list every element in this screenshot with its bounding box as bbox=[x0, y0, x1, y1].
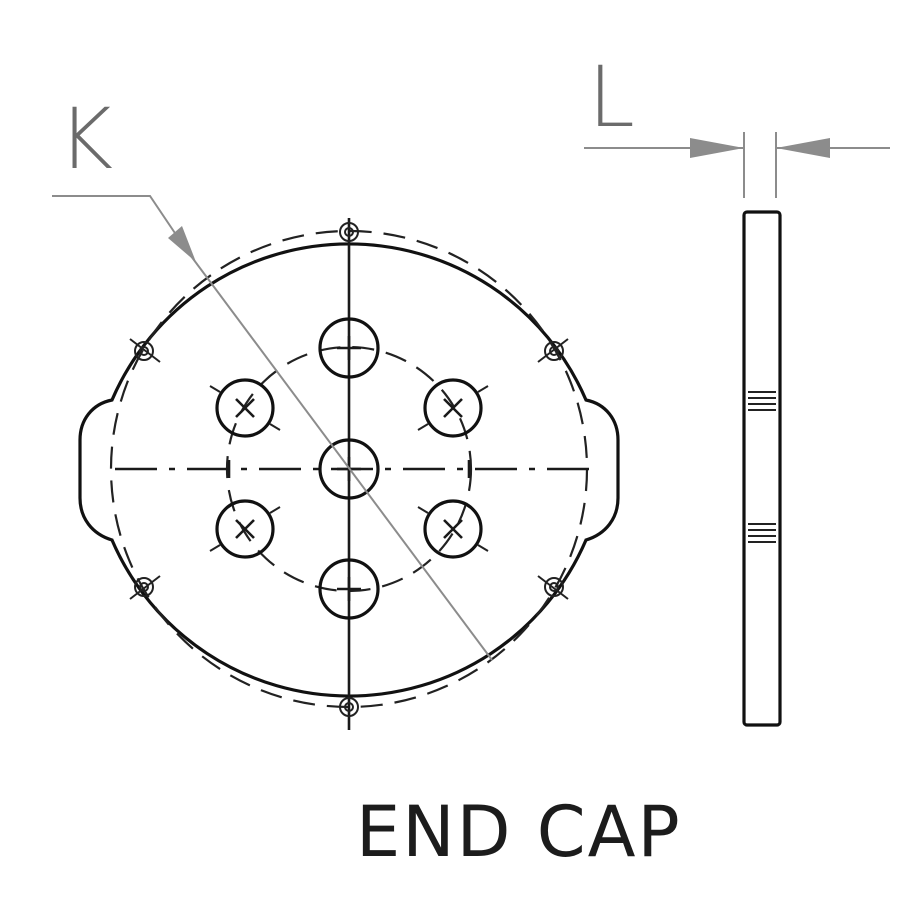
mounting-hole-bottom bbox=[339, 697, 359, 717]
thickness-dimension bbox=[584, 132, 890, 198]
side-profile bbox=[742, 210, 782, 727]
front-view: K bbox=[52, 90, 620, 730]
hole-top-plus bbox=[318, 317, 380, 379]
drawing-title: END CAP bbox=[356, 791, 682, 873]
mounting-hole-lower-right bbox=[537, 575, 569, 600]
diameter-leader bbox=[52, 195, 493, 661]
hole-upper-left-x bbox=[209, 378, 281, 438]
diameter-label: K bbox=[58, 90, 113, 188]
mounting-hole-upper-right bbox=[537, 338, 569, 363]
hole-upper-right-x bbox=[417, 378, 489, 438]
thickness-label: L bbox=[588, 48, 635, 146]
hole-lower-left-x bbox=[209, 499, 281, 559]
side-view: L bbox=[584, 48, 890, 727]
hole-bottom-plus bbox=[318, 558, 380, 620]
outer-contour bbox=[78, 242, 620, 698]
mounting-hole-upper-left bbox=[129, 338, 161, 363]
mounting-hole-top bbox=[339, 222, 359, 242]
hole-lower-right-x bbox=[417, 499, 489, 559]
mounting-holes bbox=[129, 222, 569, 717]
mounting-hole-lower-left bbox=[129, 575, 161, 600]
large-holes bbox=[209, 317, 489, 620]
